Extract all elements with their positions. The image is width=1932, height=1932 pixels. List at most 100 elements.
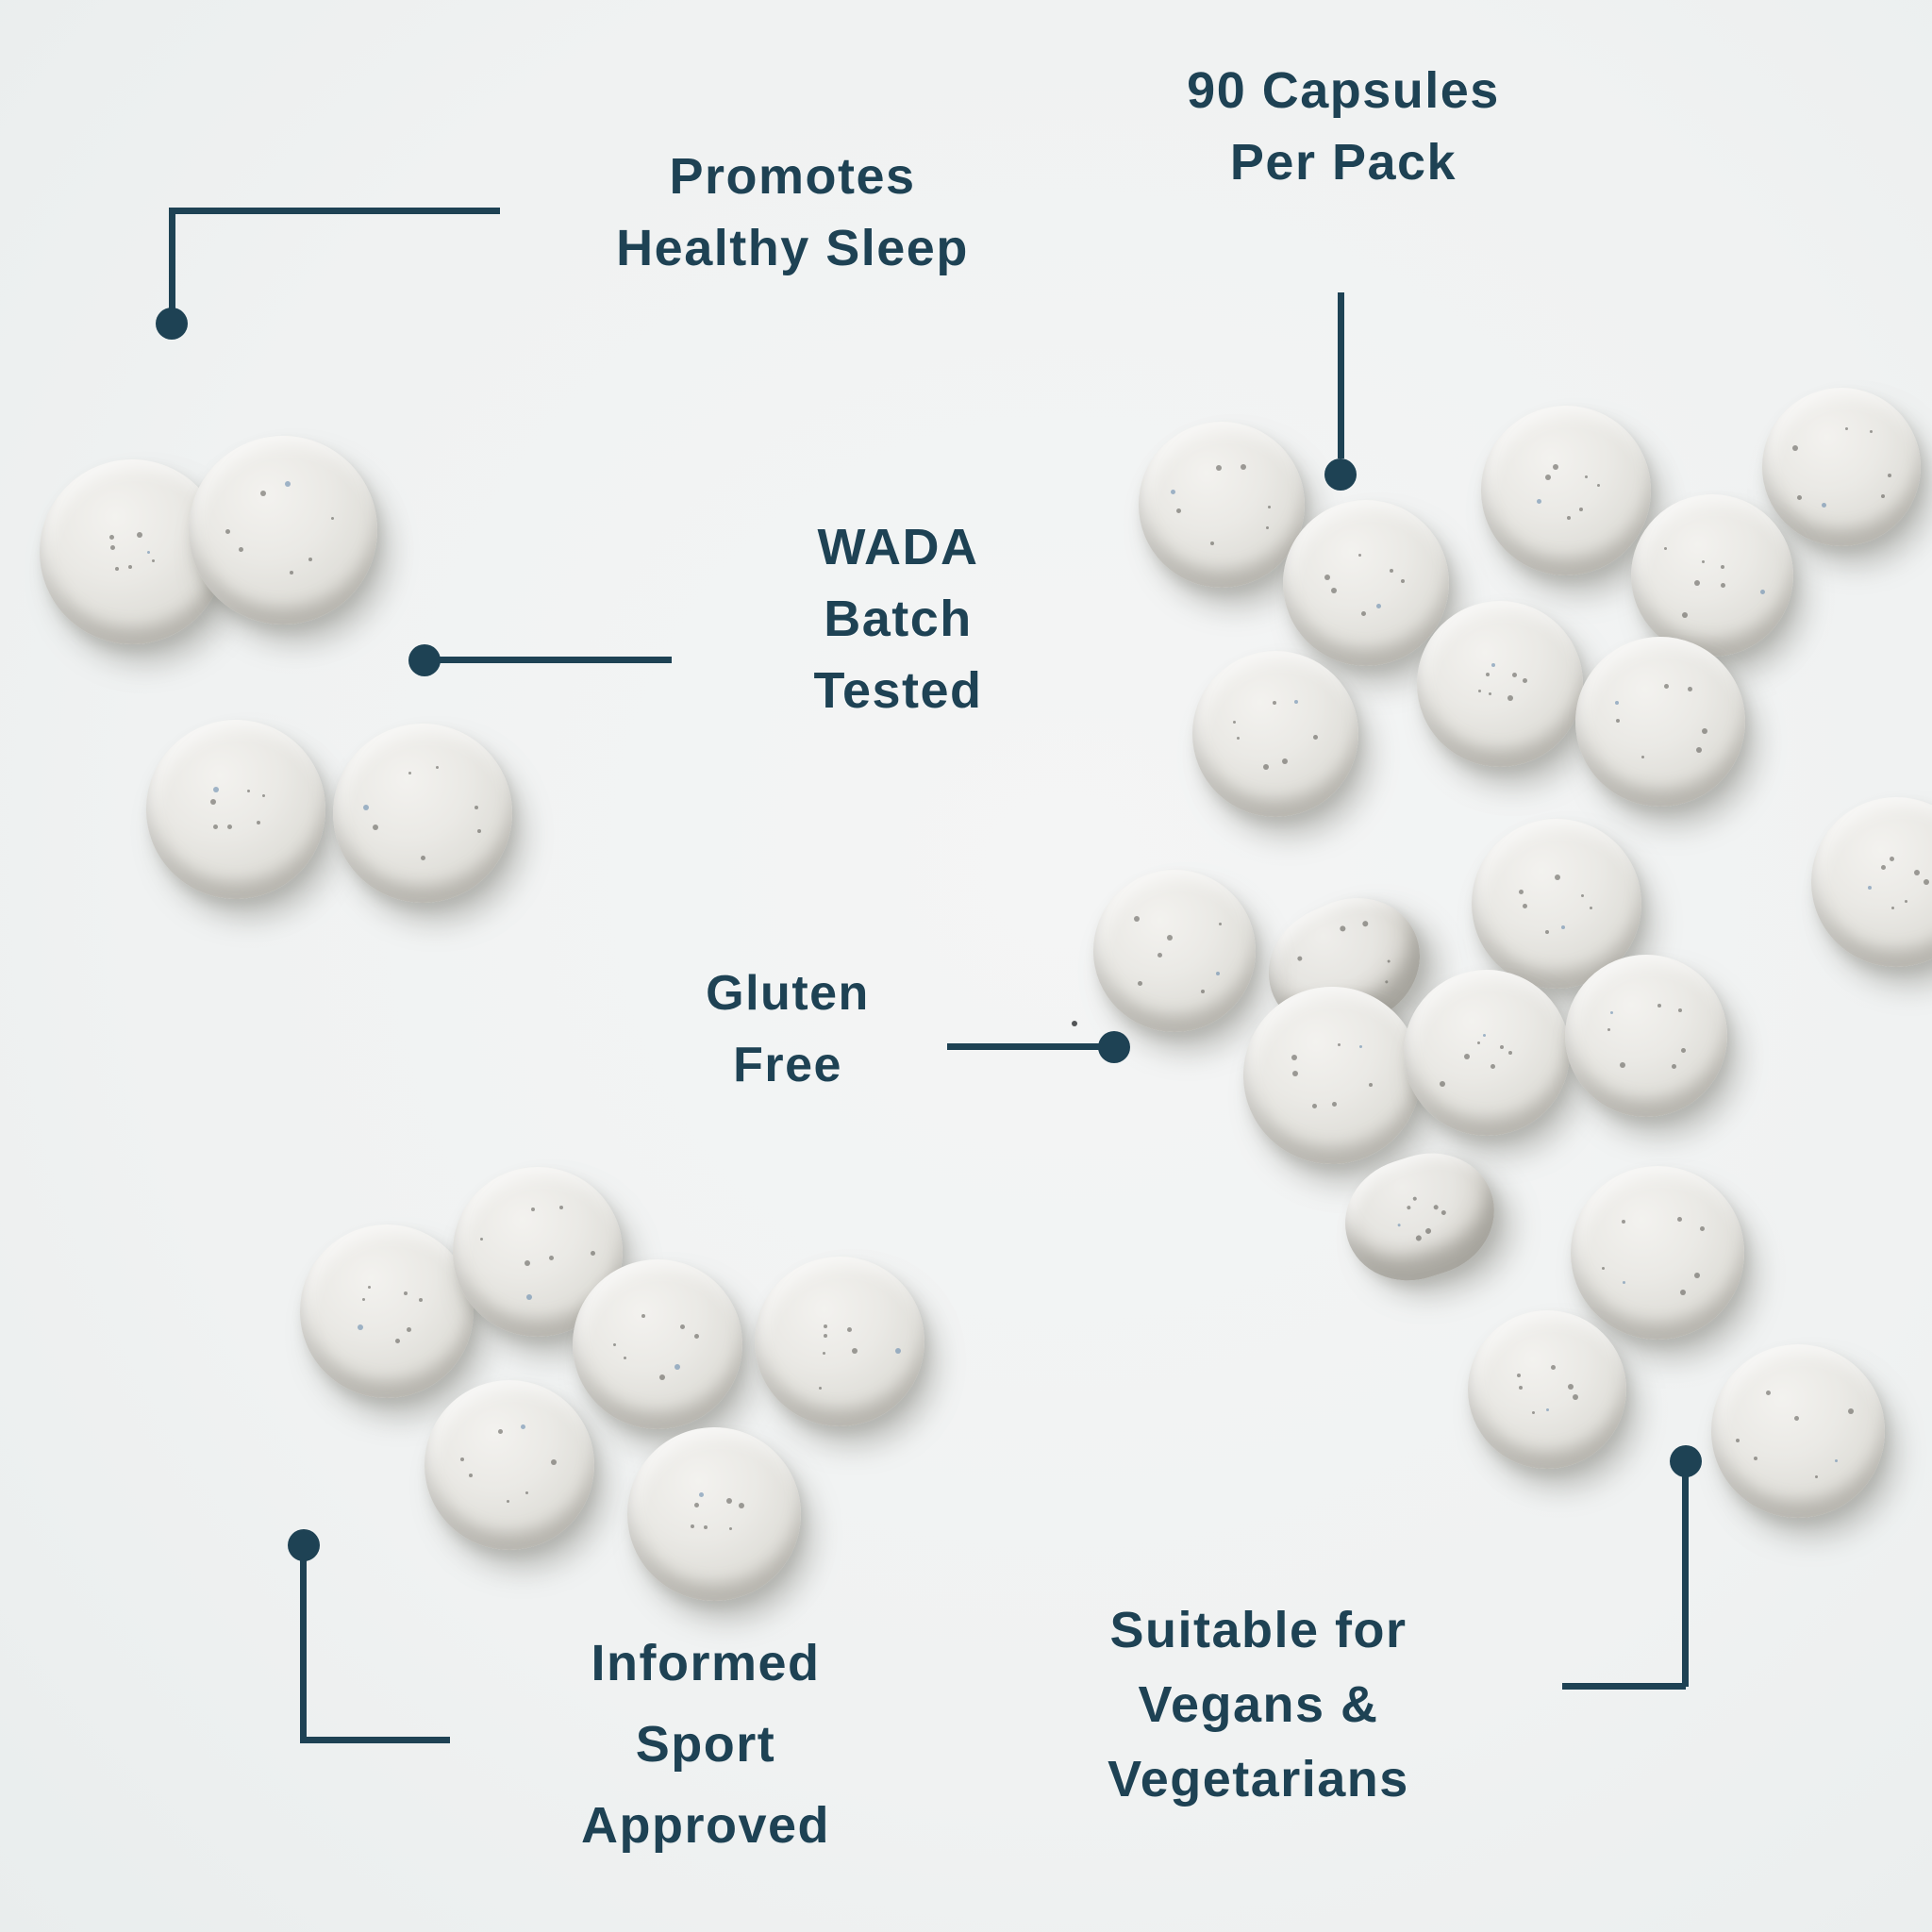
callout-dot-suitable	[1670, 1445, 1702, 1477]
tablet-speck	[435, 765, 439, 769]
tablet-speck	[1384, 978, 1389, 983]
tablet	[300, 1224, 474, 1398]
tablet-speck	[590, 1251, 595, 1257]
tablet-speck	[1664, 546, 1668, 550]
tablet-speck	[226, 824, 232, 829]
tablet-speck	[1491, 1064, 1496, 1070]
tablet-speck	[548, 1255, 554, 1260]
callout-text-line: 90 Capsules	[1187, 62, 1500, 119]
dust-speck	[1072, 1021, 1077, 1026]
tablet-speck	[1890, 857, 1895, 862]
tablet-speck	[1415, 1235, 1423, 1242]
tablet-speck	[1158, 953, 1163, 958]
tablet-speck	[1138, 981, 1142, 987]
tablet-speck	[1485, 672, 1490, 676]
tablet-speck	[725, 1497, 732, 1504]
tablet-speck	[1400, 579, 1405, 584]
tablet-speck	[1441, 1209, 1447, 1216]
tablet-speck	[1376, 603, 1382, 608]
tablet-speck	[498, 1429, 504, 1435]
tablet-speck	[1544, 929, 1549, 934]
callout-text-line: Vegetarians	[1108, 1751, 1409, 1807]
tablet-speck	[1834, 1458, 1838, 1462]
tablet-speck	[1175, 508, 1181, 513]
tablet-speck	[1682, 611, 1689, 618]
callout-text-line: Vegans &	[1138, 1676, 1379, 1733]
tablet-speck	[1432, 1204, 1439, 1210]
tablet-speck	[1507, 695, 1514, 702]
tablet-speck	[1602, 1267, 1606, 1271]
tablet-speck	[1553, 463, 1559, 470]
tablet-speck	[115, 566, 120, 571]
callout-dot-gluten	[1098, 1031, 1130, 1063]
tablet-speck	[362, 805, 369, 811]
tablet-speck	[846, 1326, 852, 1332]
tablet-speck	[1491, 663, 1495, 668]
tablet-speck	[1201, 990, 1206, 994]
tablet-speck	[1483, 1034, 1487, 1038]
tablet-speck	[1332, 1101, 1338, 1107]
callout-label-promotes-healthy-sleep: Promotes Healthy Sleep	[509, 141, 1075, 284]
tablet-speck	[213, 787, 220, 793]
tablet-speck	[1537, 498, 1542, 504]
tablet-speck	[225, 529, 230, 535]
tablet-speck	[728, 1526, 732, 1530]
tablet-speck	[331, 517, 335, 521]
tablet-speck	[1796, 494, 1802, 500]
tablet-speck	[212, 824, 218, 829]
tablet-speck	[1313, 735, 1319, 741]
callout-text-line: Healthy Sleep	[616, 220, 969, 276]
tablet-speck	[1134, 915, 1141, 922]
tablet-speck	[151, 559, 155, 563]
tablet-speck	[1720, 564, 1724, 569]
tablet-speck	[1581, 894, 1585, 898]
tablet-speck	[698, 1491, 704, 1497]
tablet-speck	[739, 1503, 745, 1509]
tablet-speck	[479, 1237, 483, 1241]
callout-line-promotes-horizontal	[169, 208, 500, 214]
tablet	[1417, 601, 1583, 767]
tablet-speck	[1870, 429, 1874, 433]
tablet-speck	[361, 1298, 365, 1302]
tablet	[1192, 651, 1358, 817]
tablet-speck	[1237, 736, 1241, 740]
tablet-speck	[1890, 906, 1894, 909]
tablet-speck	[1360, 610, 1366, 616]
tablet-speck	[1424, 1227, 1432, 1235]
tablet-speck	[1312, 1104, 1318, 1109]
tablet-speck	[679, 1324, 685, 1329]
tablet-speck	[1567, 1383, 1574, 1390]
callout-dot-wada	[408, 644, 441, 676]
tablet-speck	[1679, 1289, 1686, 1295]
callout-text-line: Approved	[580, 1797, 831, 1854]
tablet	[1093, 870, 1256, 1032]
tablet-speck	[506, 1500, 509, 1504]
tablet-speck	[460, 1457, 465, 1461]
tablet-speck	[1676, 1217, 1682, 1223]
tablet-speck	[308, 558, 313, 562]
tablet-speck	[1546, 1407, 1550, 1411]
tablet-speck	[1550, 1364, 1556, 1370]
tablet-speck	[1735, 1438, 1740, 1442]
tablet-speck	[1567, 516, 1572, 521]
tablet-speck	[1281, 758, 1288, 765]
tablet-speck	[1694, 1272, 1701, 1278]
tablet-speck	[1579, 507, 1584, 511]
callout-text-line: Informed	[591, 1635, 821, 1691]
tablet-speck	[373, 824, 379, 831]
tablet-speck	[1293, 699, 1298, 704]
tablet-speck	[1590, 906, 1593, 909]
tablet	[1481, 406, 1651, 575]
tablet	[1711, 1344, 1885, 1518]
tablet-speck	[1822, 502, 1827, 508]
tablet-speck	[1210, 541, 1215, 545]
callout-line-promotes-vertical	[169, 208, 175, 311]
tablet-speck	[1216, 465, 1223, 472]
tablet-speck	[469, 1474, 474, 1478]
tablet-speck	[474, 806, 478, 810]
callout-line-suitable-vertical	[1682, 1475, 1689, 1687]
tablet-speck	[1464, 1053, 1471, 1059]
tablet-speck	[1753, 1457, 1757, 1461]
tablet-speck	[1610, 1011, 1614, 1015]
callout-text-line: Tested	[813, 662, 983, 719]
